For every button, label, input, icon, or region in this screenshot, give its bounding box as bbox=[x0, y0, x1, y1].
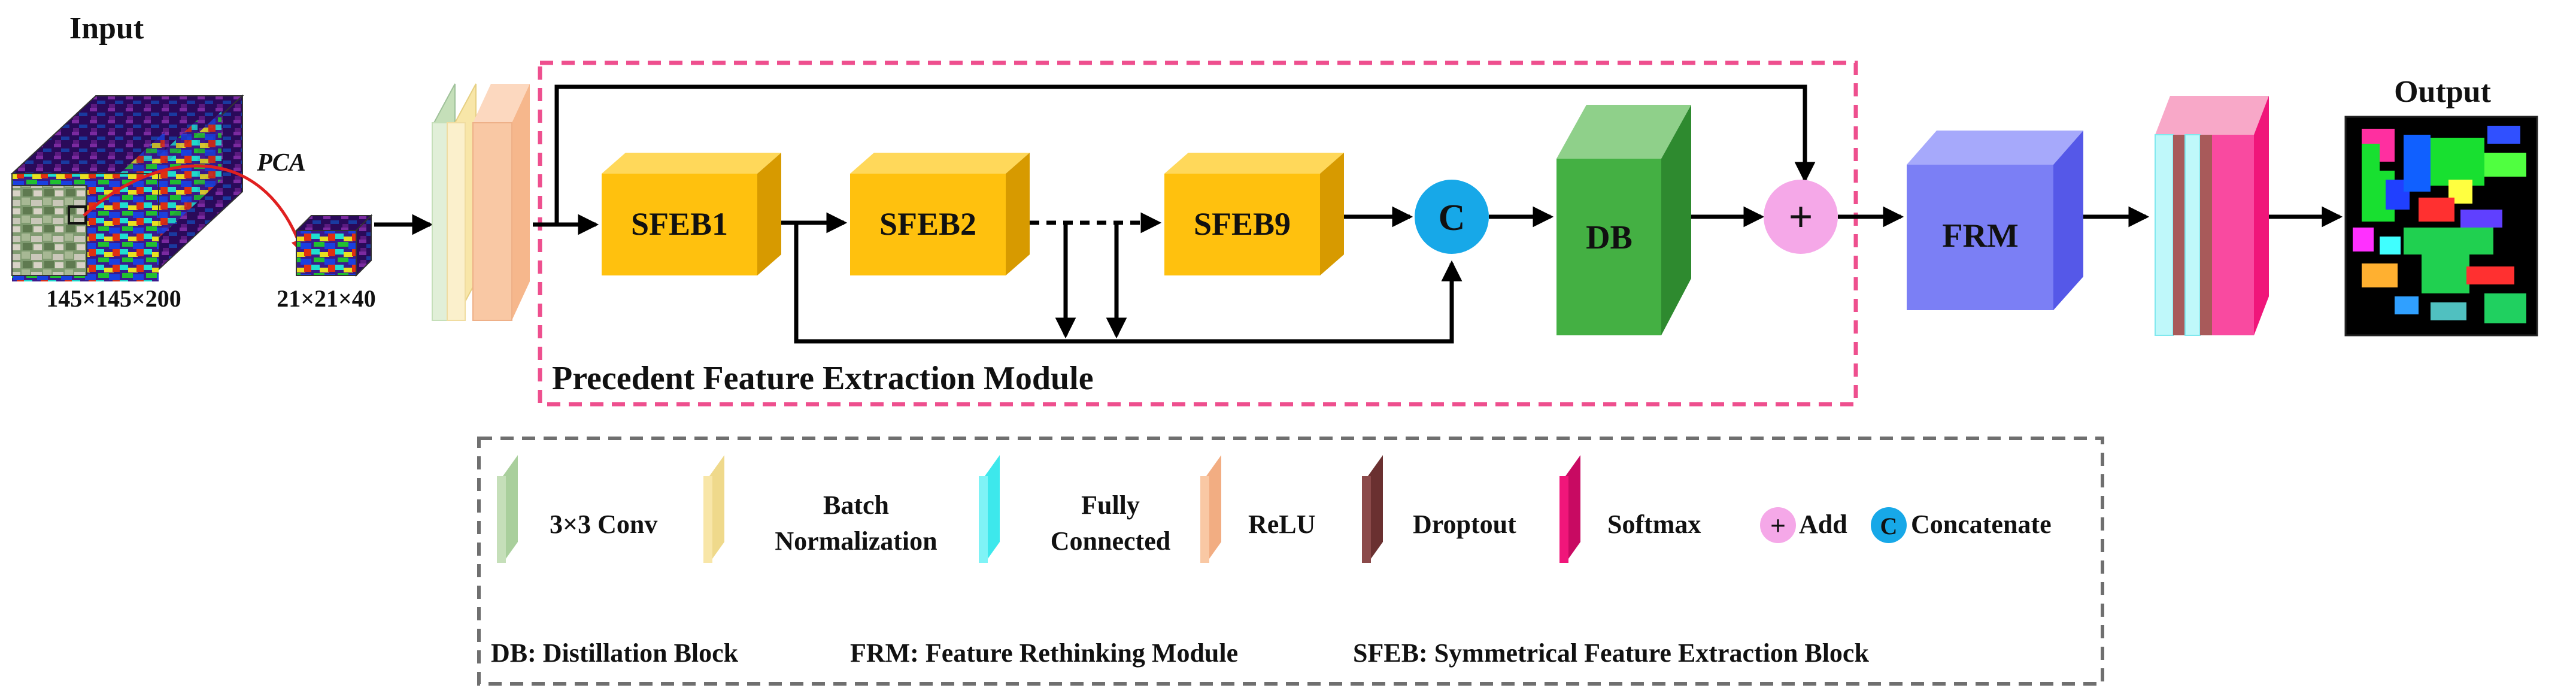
legend-fc-label-2: Connected bbox=[1051, 526, 1170, 556]
legend-concat-label: Concatenate bbox=[1911, 510, 2052, 539]
sfeb2-label: SFEB2 bbox=[879, 206, 976, 242]
legend-bn-label-2: Normalization bbox=[775, 526, 937, 556]
final-layer-stack bbox=[2155, 96, 2269, 336]
concat-skip-path bbox=[794, 223, 1463, 344]
residual-skip-path bbox=[554, 84, 1816, 225]
sfeb9-block: SFEB9 bbox=[1164, 153, 1344, 275]
legend-concatenate: C Concatenate bbox=[1871, 507, 2052, 543]
legend-fc-label-1: Fully bbox=[1081, 490, 1140, 520]
pca-label: PCA bbox=[256, 149, 306, 177]
patch-size-label: 21×21×40 bbox=[277, 285, 376, 312]
db-label: DB bbox=[1586, 219, 1633, 256]
concatenate-node: C bbox=[1415, 180, 1489, 254]
input-size-label: 145×145×200 bbox=[46, 285, 181, 312]
legend-softmax: Softmax bbox=[1559, 455, 1701, 563]
initial-layer-stack bbox=[432, 83, 530, 321]
legend-border bbox=[477, 437, 2104, 686]
legend-conv-label: 3×3 Conv bbox=[550, 510, 657, 539]
legend-dropout: Droptout bbox=[1362, 455, 1516, 563]
frm-label: FRM bbox=[1942, 217, 2019, 254]
add-node: + bbox=[1764, 180, 1838, 254]
legend-dropout-label: Droptout bbox=[1413, 510, 1516, 539]
sfeb9-label: SFEB9 bbox=[1194, 206, 1291, 242]
hyperspectral-cube-icon bbox=[10, 94, 244, 281]
legend-concat-symbol: C bbox=[1880, 513, 1898, 540]
precedent-module-border bbox=[538, 60, 1858, 407]
classification-map-icon bbox=[2344, 116, 2538, 337]
pca-arrow bbox=[83, 164, 306, 254]
relu-layer bbox=[473, 84, 530, 123]
fc-layer-1 bbox=[2155, 134, 2174, 336]
abbrev-db: DB: Distillation Block bbox=[491, 638, 739, 668]
legend-relu-label: ReLU bbox=[1248, 510, 1315, 539]
legend-bn-label-1: Batch bbox=[823, 490, 889, 520]
legend-softmax-label: Softmax bbox=[1607, 510, 1701, 539]
fc-layer-2 bbox=[2184, 134, 2201, 336]
legend-conv: 3×3 Conv bbox=[497, 455, 657, 563]
legend-add-label: Add bbox=[1799, 510, 1847, 539]
legend-batchnorm: Batch Normalization bbox=[703, 455, 937, 563]
frm-block: FRM bbox=[1907, 131, 2083, 310]
abbrev-frm: FRM: Feature Rethinking Module bbox=[850, 638, 1238, 668]
precedent-module-label: Precedent Feature Extraction Module bbox=[552, 360, 1094, 397]
sfeb1-block: SFEB1 bbox=[602, 153, 781, 275]
abbrev-sfeb: SFEB: Symmetrical Feature Extraction Blo… bbox=[1353, 638, 1869, 668]
input-group: Input 145×145×200 PCA 21×21×40 bbox=[10, 11, 376, 312]
concat-symbol: C bbox=[1439, 198, 1466, 238]
dropout-layer-1 bbox=[2173, 135, 2185, 335]
legend-relu: ReLU bbox=[1200, 455, 1315, 563]
sfeb1-label: SFEB1 bbox=[631, 206, 728, 242]
sfeb2-block: SFEB2 bbox=[850, 153, 1030, 275]
dropout-layer-2 bbox=[2200, 135, 2212, 335]
db-block: DB bbox=[1556, 105, 1691, 335]
legend-fully-connected: Fully Connected bbox=[979, 455, 1170, 563]
legend-add: + Add bbox=[1760, 507, 1847, 543]
legend-add-symbol: + bbox=[1770, 510, 1786, 541]
add-symbol: + bbox=[1788, 193, 1813, 241]
output-title: Output bbox=[2394, 75, 2492, 109]
input-title: Input bbox=[69, 11, 144, 46]
patch-cube-icon bbox=[295, 214, 373, 277]
softmax-layer bbox=[2254, 96, 2269, 335]
